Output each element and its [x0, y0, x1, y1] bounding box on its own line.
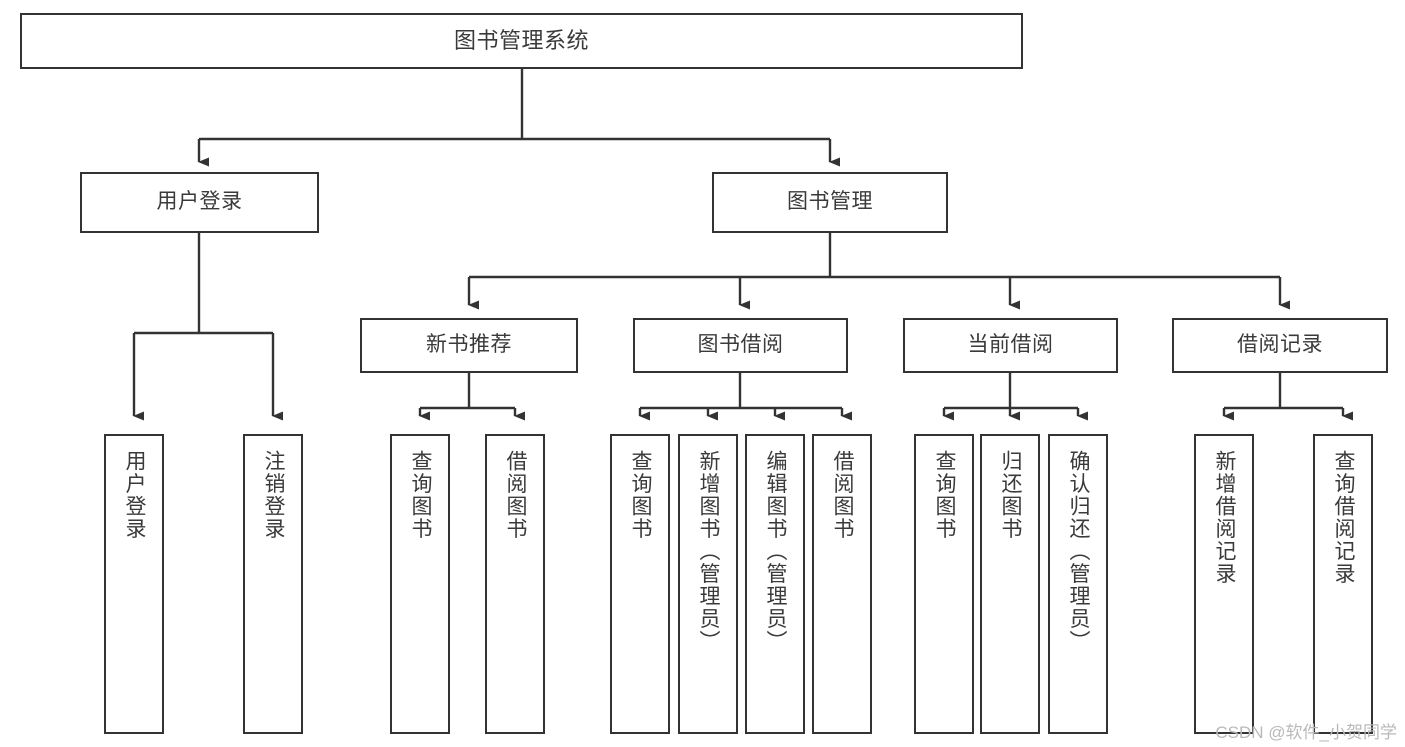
node-leaf-bb-query-book[interactable]: 查询图书: [610, 434, 670, 734]
node-leaf-bb-query-book-label: 查询图书: [629, 450, 653, 540]
node-current-borrow[interactable]: 当前借阅: [903, 318, 1118, 373]
node-user-login-label: 用户登录: [156, 190, 243, 214]
node-leaf-cb-return-book[interactable]: 归还图书: [980, 434, 1040, 734]
node-leaf-cb-query-book[interactable]: 查询图书: [914, 434, 974, 734]
node-leaf-user-login[interactable]: 用户登录: [104, 434, 164, 734]
node-root[interactable]: 图书管理系统: [20, 13, 1023, 69]
node-leaf-cb-query-book-label: 查询图书: [933, 450, 957, 540]
node-leaf-bb-add-book[interactable]: 新增图书（管理员）: [678, 434, 738, 734]
node-leaf-bb-borrow-book-label: 借阅图书: [831, 450, 855, 540]
node-leaf-nb-borrow-book[interactable]: 借阅图书: [485, 434, 545, 734]
node-leaf-user-login-label: 用户登录: [123, 450, 147, 540]
node-borrow-record-label: 借阅记录: [1237, 333, 1323, 357]
node-leaf-nb-query-book-label: 查询图书: [409, 450, 433, 540]
node-leaf-cb-confirm-return-label: 确认归还（管理员）: [1067, 450, 1091, 653]
node-leaf-br-query-record-label: 查询借阅记录: [1332, 450, 1356, 585]
node-leaf-nb-borrow-book-label: 借阅图书: [504, 450, 528, 540]
node-leaf-cb-return-book-label: 归还图书: [999, 450, 1023, 540]
node-user-login[interactable]: 用户登录: [80, 172, 319, 233]
node-root-label: 图书管理系统: [453, 28, 589, 54]
csdn-watermark: CSDN @软件_小贺同学: [1215, 723, 1397, 742]
node-current-borrow-label: 当前借阅: [967, 333, 1054, 357]
node-leaf-bb-borrow-book[interactable]: 借阅图书: [812, 434, 872, 734]
node-leaf-bb-edit-book-label: 编辑图书（管理员）: [764, 450, 788, 653]
node-borrow-record[interactable]: 借阅记录: [1172, 318, 1388, 373]
node-book-borrow-label: 图书借阅: [697, 333, 784, 357]
node-book-manage-label: 图书管理: [787, 190, 873, 214]
node-new-book-recommend-label: 新书推荐: [426, 333, 512, 357]
node-leaf-nb-query-book[interactable]: 查询图书: [390, 434, 450, 734]
node-leaf-logout[interactable]: 注销登录: [243, 434, 303, 734]
node-new-book-recommend[interactable]: 新书推荐: [360, 318, 578, 373]
node-book-borrow[interactable]: 图书借阅: [633, 318, 848, 373]
node-leaf-cb-confirm-return[interactable]: 确认归还（管理员）: [1048, 434, 1108, 734]
node-leaf-br-add-record[interactable]: 新增借阅记录: [1194, 434, 1254, 734]
node-leaf-br-query-record[interactable]: 查询借阅记录: [1313, 434, 1373, 734]
node-book-manage[interactable]: 图书管理: [712, 172, 948, 233]
node-leaf-bb-edit-book[interactable]: 编辑图书（管理员）: [745, 434, 805, 734]
node-leaf-br-add-record-label: 新增借阅记录: [1213, 450, 1237, 585]
node-leaf-bb-add-book-label: 新增图书（管理员）: [697, 450, 721, 653]
node-leaf-logout-label: 注销登录: [262, 450, 286, 540]
